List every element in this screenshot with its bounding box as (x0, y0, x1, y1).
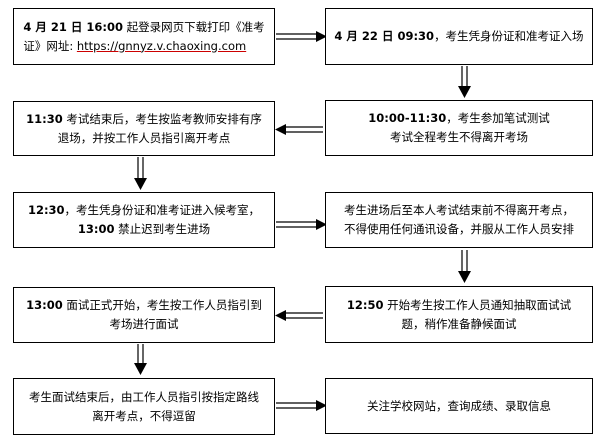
step-4-text-b: 退场，并按工作人员指引离开考点 (57, 130, 231, 145)
step-6-box: 考生进场后至本人考试结束前不得离开考点， 不得使用任何通讯设备，并服从工作人员安… (325, 192, 593, 248)
arrow-1-to-2 (276, 31, 327, 42)
step-9-box: 考生面试结束后，由工作人员指引按指定路线 离开考点，不得逗留 (13, 378, 275, 435)
step-1-time: 4 月 21 日 16:00 (23, 19, 123, 34)
arrow-2-to-3 (458, 66, 471, 98)
step-2-text: ，考生凭身份证和准考证入场 (434, 29, 584, 43)
step-1-text-b: 证》网址: (23, 38, 77, 53)
step-7-box: 12:50 开始考生按工作人员通知抽取面试试 题，稍作准备静候面试 (325, 286, 593, 343)
step-9-text-b: 离开考点，不得逗留 (92, 408, 196, 423)
step-4-text-a: 考试结束后，考生按监考教师安排有序 (62, 111, 262, 126)
step-2-time: 4 月 22 日 09:30 (334, 29, 435, 43)
arrow-9-to-10 (276, 400, 327, 411)
step-1-text-a: 起登录网页下载打印《准考 (122, 19, 265, 34)
step-3-text-b: 考试全程考生不得离开考场 (389, 130, 528, 144)
step-10-text: 关注学校网站，查询成绩、录取信息 (367, 398, 551, 413)
step-6-text-a: 考生进场后至本人考试结束前不得离开考点， (344, 203, 574, 217)
arrow-6-to-7 (458, 250, 471, 283)
arrow-3-to-4 (275, 124, 323, 135)
arrow-8-to-9 (134, 344, 147, 375)
step-8-box: 13:00 面试正式开始，考生按工作人员指引到 考场进行面试 (13, 287, 275, 343)
step-7-text-a: 开始考生按工作人员通知抽取面试试 (383, 297, 572, 312)
step-5-time-a: 12:30 (27, 203, 65, 217)
step-6-text-b: 不得使用任何通讯设备，并服从工作人员安排 (344, 222, 574, 236)
exam-ticket-url[interactable]: https://gnnyz.v.chaoxing.com (76, 38, 247, 53)
step-5-time-b: 13:00 (77, 222, 115, 236)
step-10-box: 关注学校网站，查询成绩、录取信息 (325, 378, 593, 434)
step-3-time: 10:00-11:30 (368, 111, 447, 125)
step-9-text-a: 考生面试结束后，由工作人员指引按指定路线 (29, 389, 259, 404)
step-1-box: 4 月 21 日 16:00 起登录网页下载打印《准考 证》网址: https:… (13, 8, 275, 65)
arrow-4-to-5 (134, 157, 147, 190)
step-7-text-b: 题，稍作准备静候面试 (401, 316, 517, 331)
arrow-5-to-6 (276, 219, 327, 230)
step-4-box: 11:30 考试结束后，考生按监考教师安排有序 退场，并按工作人员指引离开考点 (13, 101, 275, 156)
step-5-text-b: 禁止迟到考生进场 (114, 222, 211, 236)
step-2-box: 4 月 22 日 09:30，考生凭身份证和准考证入场 (325, 8, 593, 65)
step-8-text-a: 面试正式开始，考生按工作人员指引到 (62, 298, 262, 312)
step-3-box: 10:00-11:30，考生参加笔试测试 考试全程考生不得离开考场 (325, 100, 593, 156)
step-5-text-a: ，考生凭身份证和准考证进入候考室， (64, 203, 261, 217)
step-7-time: 12:50 (346, 297, 384, 312)
step-5-box: 12:30，考生凭身份证和准考证进入候考室， 13:00 禁止迟到考生进场 (13, 192, 275, 248)
arrow-7-to-8 (275, 310, 323, 321)
step-8-text-b: 考场进行面试 (109, 317, 179, 331)
step-3-text-a: ，考生参加笔试测试 (446, 111, 550, 125)
step-4-time: 11:30 (26, 111, 63, 126)
step-8-time: 13:00 (26, 298, 63, 312)
